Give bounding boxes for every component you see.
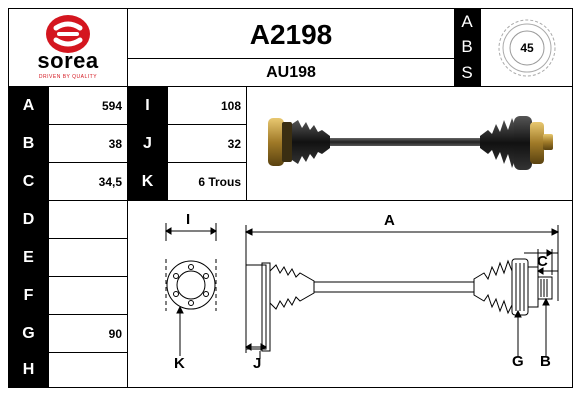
- divider: [127, 162, 246, 163]
- spec-label-k: K: [128, 163, 167, 200]
- spec-value-e: [49, 239, 127, 276]
- spec-value-k: 6 Trous: [198, 174, 241, 189]
- spec-value-h: [49, 353, 127, 387]
- diagram-label-b: B: [540, 353, 551, 370]
- divider: [9, 238, 127, 239]
- spec-label-h: H: [9, 353, 48, 387]
- spec-label-i: I: [128, 87, 167, 124]
- datasheet-frame: [8, 8, 573, 388]
- spec-value-b: 38: [108, 136, 122, 151]
- brand-name: sorea: [37, 48, 99, 73]
- product-photo: [250, 90, 568, 196]
- spec-label-f: F: [9, 277, 48, 314]
- diagram-label-j: J: [253, 355, 262, 372]
- divider: [9, 200, 127, 201]
- gear-icon: [498, 19, 556, 77]
- divider: [9, 124, 127, 125]
- side-letter-b: B: [454, 34, 480, 60]
- divider: [127, 200, 572, 201]
- technical-drawing: I A C K J G B: [128, 201, 572, 387]
- divider: [167, 86, 168, 200]
- divider: [127, 124, 246, 125]
- divider: [127, 58, 454, 59]
- divider: [127, 9, 128, 387]
- spec-label-a: A: [9, 87, 48, 124]
- spec-value-c: 34,5: [98, 174, 122, 189]
- diagram-label-c: C: [537, 253, 548, 270]
- divider: [48, 86, 49, 387]
- spec-label-c: C: [9, 163, 48, 200]
- divider: [9, 352, 127, 353]
- side-letter-s: S: [454, 60, 480, 86]
- reference-code: AU198: [266, 63, 316, 81]
- spec-value-g: 90: [108, 326, 122, 341]
- diagram-label-i: I: [186, 211, 191, 228]
- divider: [9, 276, 127, 277]
- spec-label-j: J: [128, 125, 167, 162]
- brand-logo: [10, 10, 126, 82]
- part-number: A2198: [249, 19, 333, 50]
- side-letter-a: A: [454, 9, 480, 34]
- spline-count-badge: 45: [495, 16, 559, 80]
- spec-value-a: 594: [101, 98, 122, 113]
- divider: [9, 314, 127, 315]
- sorea-logo-mark: [46, 15, 90, 53]
- divider: [9, 86, 572, 87]
- spec-label-e: E: [9, 239, 48, 276]
- spec-value-d: [49, 201, 127, 238]
- spec-label-b: B: [9, 125, 48, 162]
- diagram-label-k: K: [174, 355, 185, 372]
- divider: [480, 9, 481, 86]
- diagram-label-g: G: [512, 353, 524, 370]
- dimension-diagram: [165, 223, 560, 359]
- diagram-label-a: A: [384, 212, 395, 229]
- spec-label-d: D: [9, 201, 48, 238]
- drive-shaft-photo: [268, 116, 553, 170]
- divider: [246, 86, 247, 200]
- spec-value-i: 108: [220, 98, 241, 113]
- spec-label-g: G: [9, 315, 48, 352]
- divider: [9, 162, 127, 163]
- spec-value-j: 32: [227, 136, 241, 151]
- spec-value-f: [49, 277, 127, 314]
- brand-tagline: DRIVEN BY QUALITY: [38, 74, 98, 80]
- spline-count-value: 45: [520, 41, 534, 55]
